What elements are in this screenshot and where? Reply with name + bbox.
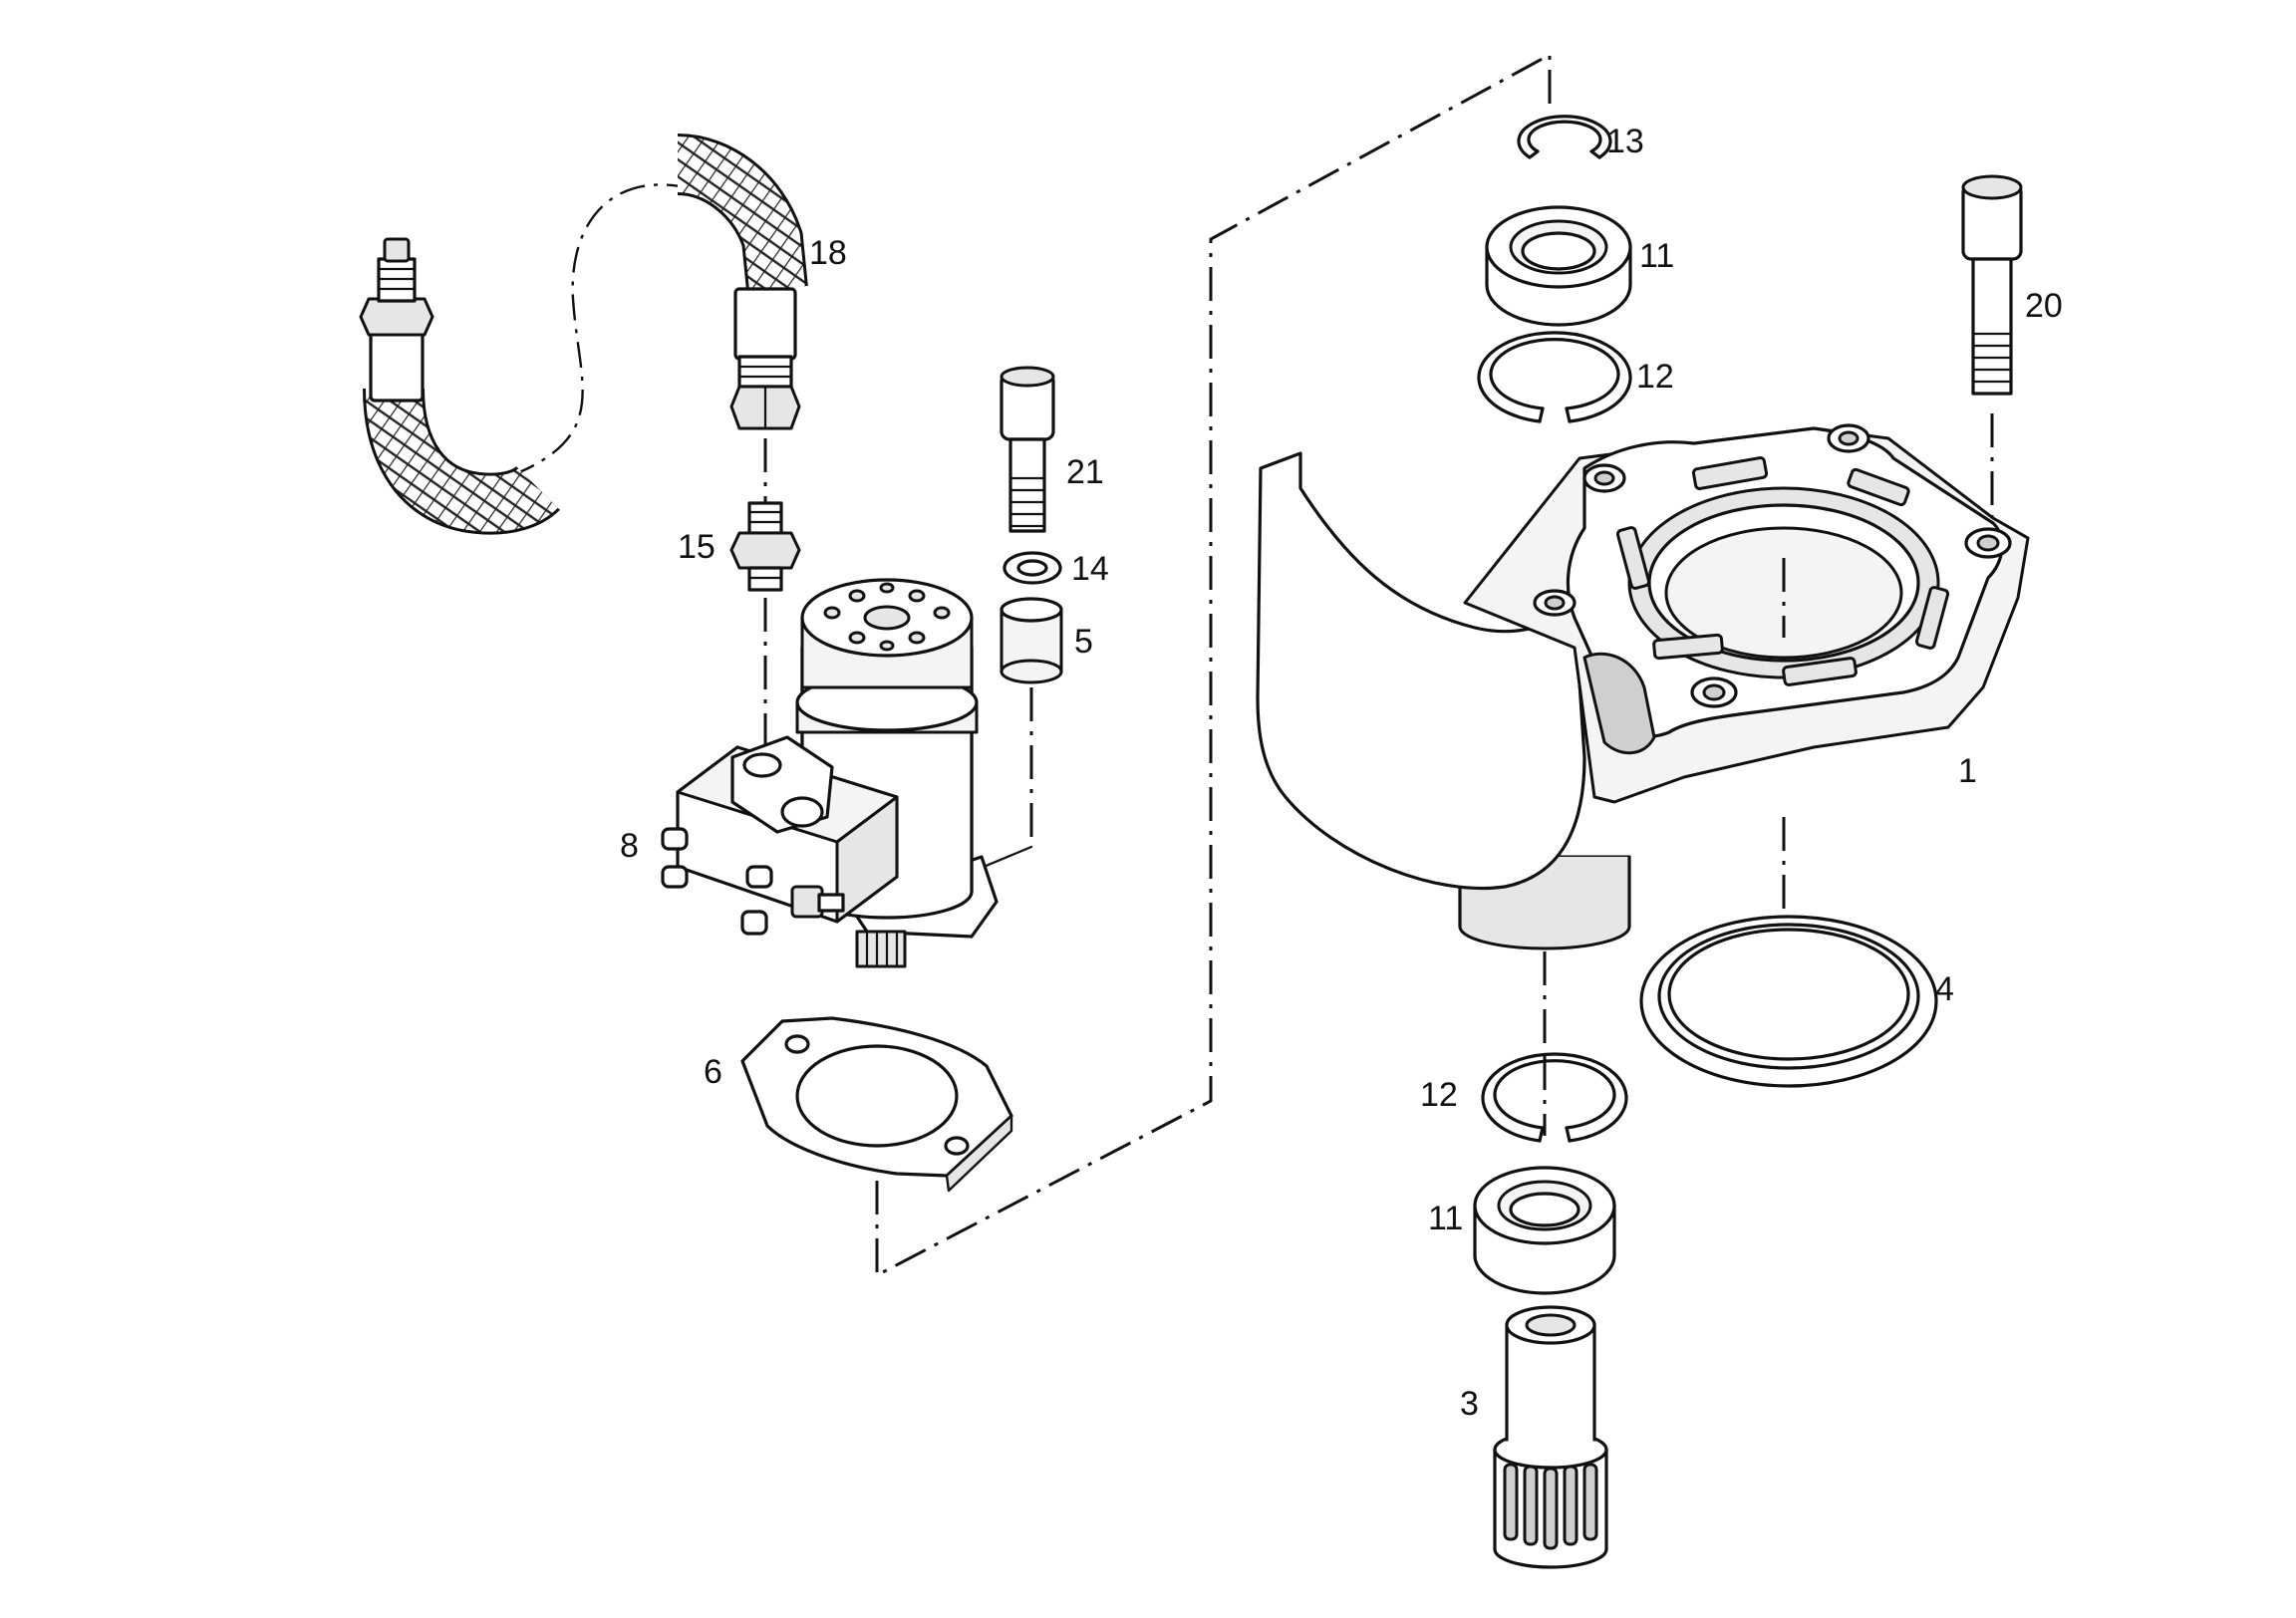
o-ring-seal-4 — [1639, 915, 1938, 1088]
callout-12-bottom: 12 — [1420, 1076, 1458, 1114]
callout-11-bottom: 11 — [1428, 1200, 1463, 1237]
cap-screw-20 — [1961, 174, 2023, 396]
gear-housing-1 — [1256, 423, 2030, 950]
snap-ring-12-bottom — [1481, 1052, 1628, 1143]
pinion-shaft-3 — [1493, 1305, 1608, 1569]
callout-6: 6 — [704, 1053, 722, 1091]
callout-8: 8 — [620, 827, 639, 865]
callout-12-top: 12 — [1636, 358, 1674, 396]
bearing-11-top — [1485, 205, 1632, 327]
bearing-11-bottom — [1473, 1166, 1616, 1295]
spring-washer-14 — [1003, 551, 1062, 585]
callout-20: 20 — [2025, 287, 2063, 325]
snap-ring-12-top — [1477, 331, 1632, 423]
callout-1: 1 — [1958, 752, 1977, 790]
callout-11-top: 11 — [1639, 237, 1674, 275]
gasket-6 — [740, 1016, 1013, 1193]
assembly-boundary-line — [875, 52, 1552, 1278]
callout-21: 21 — [1066, 453, 1104, 491]
callout-14: 14 — [1071, 550, 1109, 588]
cap-screw-21 — [1000, 366, 1055, 533]
spacer-sleeve-5 — [1000, 597, 1063, 684]
callout-18: 18 — [809, 234, 847, 272]
snap-ring-13 — [1517, 115, 1612, 159]
callout-15: 15 — [678, 528, 716, 566]
hydraulic-motor-8 — [661, 578, 999, 968]
callout-3: 3 — [1460, 1385, 1479, 1423]
callout-13-top: 13 — [1606, 123, 1644, 160]
callout-4: 4 — [1935, 970, 1954, 1008]
hose-fitting — [729, 501, 801, 592]
hydraulic-hose-assembly — [359, 134, 808, 535]
callout-5: 5 — [1074, 623, 1093, 661]
